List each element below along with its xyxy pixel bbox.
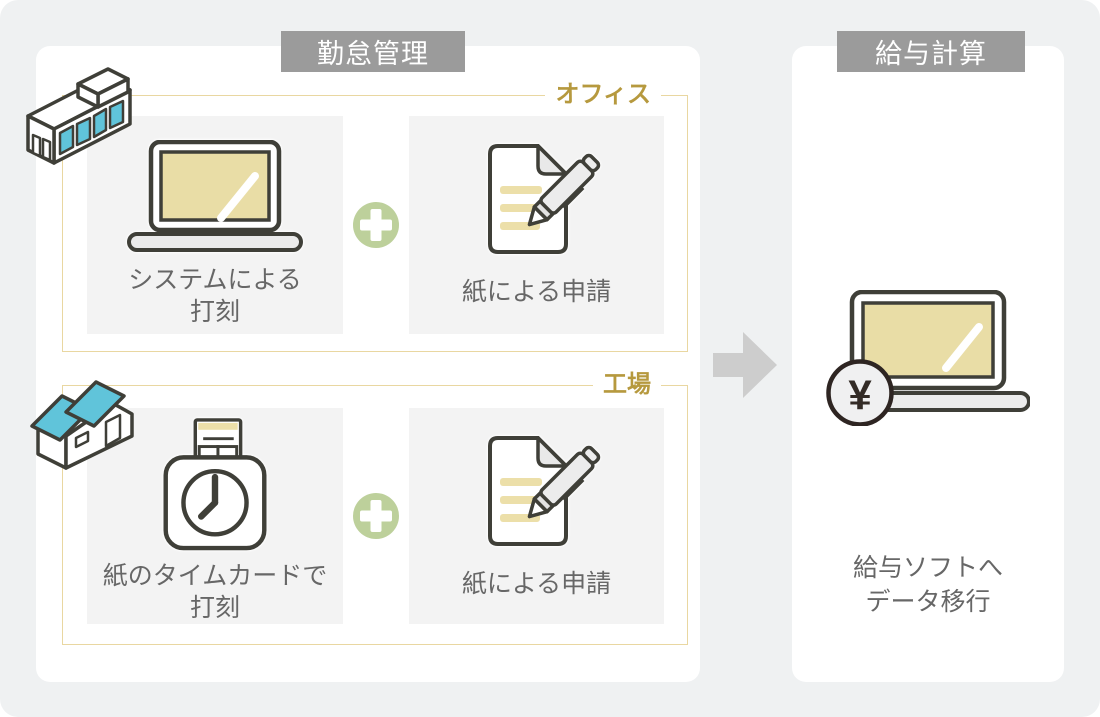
- office-section: オフィス システムによる 打刻: [62, 80, 688, 352]
- attendance-panel: オフィス システムによる 打刻: [36, 46, 700, 682]
- attendance-title-badge: 勤怠管理: [281, 31, 465, 72]
- factory-section-label: 工場: [593, 370, 661, 400]
- arrow-right-icon: [713, 332, 777, 403]
- time-recorder-icon: [163, 418, 267, 551]
- factory-building-icon: [26, 368, 154, 491]
- document-pen-icon: [487, 436, 600, 546]
- office-section-label: オフィス: [545, 80, 661, 110]
- office-building-icon: [22, 64, 150, 187]
- office-application-label: 紙による申請: [461, 278, 612, 306]
- factory-clock-in-label: 紙のタイムカードで 打刻: [102, 562, 328, 622]
- yen-badge-icon: ¥: [826, 359, 894, 427]
- plus-icon: [352, 492, 400, 540]
- payroll-caption: 給与ソフトへ データ移行: [852, 554, 1003, 616]
- svg-text:¥: ¥: [848, 372, 872, 419]
- laptop-yen-icon: ¥: [826, 289, 1031, 431]
- office-clock-in-label: システムによる 打刻: [128, 266, 302, 326]
- factory-application-label: 紙による申請: [461, 570, 612, 598]
- office-clock-in-box: システムによる 打刻: [87, 116, 343, 334]
- plus-icon: [352, 201, 400, 249]
- factory-clock-in-box: 紙のタイムカードで 打刻: [87, 408, 343, 624]
- payroll-panel: ¥ 給与ソフトへ データ移行: [792, 46, 1064, 682]
- payroll-title-badge: 給与計算: [837, 31, 1025, 72]
- factory-section: 工場 紙のタイムカードで 打刻: [62, 370, 688, 645]
- document-pen-icon: [487, 144, 600, 254]
- office-application-box: 紙による申請: [409, 116, 664, 334]
- laptop-icon: [127, 140, 303, 252]
- factory-application-box: 紙による申請: [409, 408, 664, 624]
